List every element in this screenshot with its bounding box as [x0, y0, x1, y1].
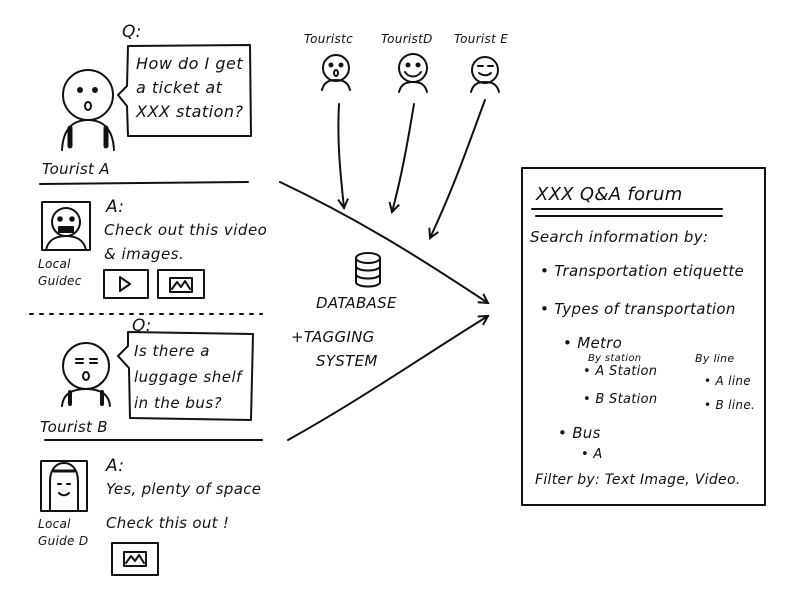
guide-c-avatar: [41, 201, 91, 251]
guide-d-label-line-1: Local: [38, 517, 71, 531]
tourist-c-label: Touristc: [304, 32, 354, 46]
guide-c-label-line-2: Guidec: [38, 274, 82, 288]
play-icon: [119, 276, 131, 292]
tagging-label-line-1: +TAGGING: [291, 328, 375, 346]
answer-c-line-2: & images.: [104, 245, 185, 263]
answer-label-c: A:: [106, 197, 125, 217]
forum-item-types[interactable]: • Types of transportation: [540, 300, 736, 318]
answer-d-line-1: Yes, plenty of space: [106, 480, 262, 498]
tourist-d-label: TouristD: [381, 32, 433, 46]
image-icon: [169, 277, 193, 293]
arrow-tourist-d: [392, 103, 415, 212]
arrow-to-forum-bottom: [287, 316, 488, 441]
tourist-c-figure: [321, 54, 351, 91]
forum-station-b[interactable]: • B Station: [583, 392, 658, 407]
question-b-line-3: in the bus?: [134, 394, 223, 412]
forum-title-underline: [531, 208, 723, 217]
forum-filter[interactable]: Filter by: Text Image, Video.: [535, 472, 741, 488]
arrow-to-forum-top: [279, 181, 488, 303]
tagging-label-line-2: SYSTEM: [316, 352, 378, 370]
tourist-d-figure: [398, 53, 428, 93]
answer-c-line-1: Check out this video: [104, 221, 268, 239]
tourist-a-figure: [61, 69, 115, 151]
question-a-line-3: XXX station?: [136, 102, 244, 121]
image-button-c[interactable]: [157, 269, 205, 299]
forum-panel: [521, 167, 766, 506]
tourist-a-label: Tourist A: [42, 160, 110, 178]
question-bubble-a: [117, 44, 252, 137]
forum-bus-a[interactable]: • A: [581, 447, 603, 462]
answer-text-c: Check out this video & images.: [104, 218, 267, 266]
guide-d-avatar: [40, 460, 88, 512]
guide-c-label-line-1: Local: [38, 257, 71, 271]
forum-line-a[interactable]: • A line: [704, 374, 751, 388]
tourist-e-figure: [470, 56, 500, 93]
database-label: DATABASE: [316, 294, 397, 312]
tourist-e-label: Tourist E: [454, 32, 509, 46]
question-label-a: Q:: [122, 22, 142, 42]
tourist-b-figure: [61, 342, 111, 407]
forum-by-line-label: By line: [695, 352, 735, 365]
question-bubble-b: [117, 331, 254, 421]
forum-by-station-label: By station: [588, 353, 642, 364]
answer-d-line-2: Check this out !: [106, 514, 230, 532]
guide-d-label: Local Guide D: [38, 516, 88, 550]
tourist-b-label: Tourist B: [40, 418, 108, 436]
forum-search-label: Search information by:: [530, 228, 709, 246]
guide-d-label-line-2: Guide D: [38, 534, 89, 548]
forum-station-a[interactable]: • A Station: [583, 364, 658, 379]
question-b-line-1: Is there a: [134, 342, 210, 360]
question-b-line-2: luggage shelf: [134, 368, 242, 386]
forum-item-metro[interactable]: • Metro: [563, 334, 623, 352]
arrow-tourist-e: [430, 99, 486, 238]
guide-c-label: Local Guidec: [38, 256, 82, 290]
forum-line-b[interactable]: • B line.: [704, 398, 756, 412]
divider-1: [39, 181, 249, 185]
image-icon-d: [123, 551, 147, 567]
question-a-line-1: How do I get: [136, 54, 244, 73]
question-a-line-2: a ticket at: [136, 78, 223, 97]
image-button-d[interactable]: [111, 542, 159, 576]
question-label-b: Q:: [132, 316, 152, 336]
video-button-c[interactable]: [103, 269, 149, 299]
answer-label-d: A:: [106, 456, 125, 476]
question-text-a: How do I get a ticket at XXX station?: [136, 52, 244, 124]
database-icon: [355, 252, 381, 288]
question-text-b: Is there a luggage shelf in the bus?: [134, 338, 242, 416]
forum-item-bus[interactable]: • Bus: [558, 424, 601, 442]
arrow-tourist-c: [338, 103, 344, 208]
forum-item-etiquette[interactable]: • Transportation etiquette: [540, 262, 745, 280]
forum-title: XXX Q&A forum: [536, 184, 683, 205]
